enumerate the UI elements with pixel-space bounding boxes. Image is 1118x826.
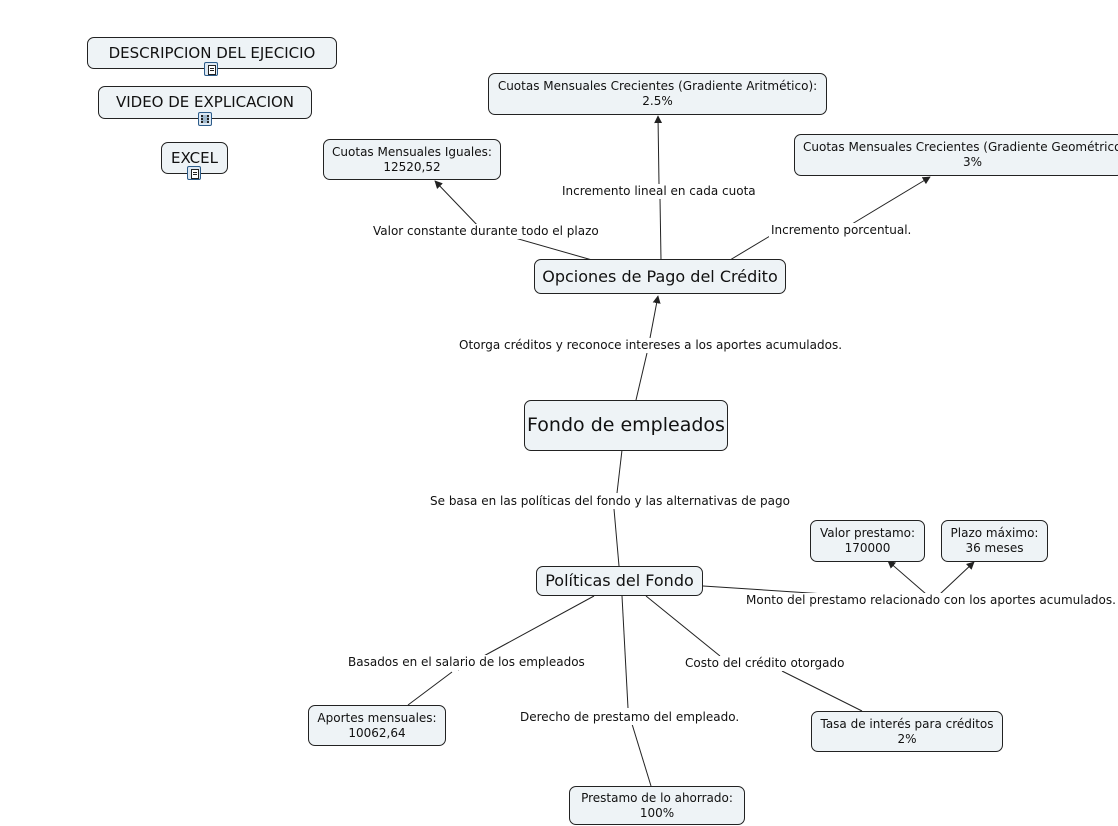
link-label-incremento-porcentual[interactable]: Incremento porcentual. xyxy=(769,223,914,238)
link-arrow-line xyxy=(887,560,927,595)
node-gradiente-geom-line2: 3% xyxy=(963,155,983,169)
link-label-costo-credito[interactable]: Costo del crédito otorgado xyxy=(683,656,847,671)
link-arrow-line xyxy=(851,176,931,225)
link-line xyxy=(407,671,453,706)
link-line xyxy=(729,235,771,261)
node-fondo-de-empleados[interactable]: Fondo de empleados xyxy=(524,400,728,451)
node-cuotas-iguales[interactable]: Cuotas Mensuales Iguales: 12520,52 xyxy=(323,139,501,180)
node-gradiente-arit-line2: 2.5% xyxy=(642,94,673,108)
link-line xyxy=(621,595,629,709)
link-arrow-line xyxy=(434,180,481,229)
node-tasa-interes-line1: Tasa de interés para créditos xyxy=(820,716,994,731)
link-line xyxy=(613,508,620,567)
document-icon[interactable] xyxy=(187,166,201,180)
link-line xyxy=(635,352,648,401)
link-line xyxy=(659,197,662,261)
node-plazo-maximo-line1: Plazo máximo: xyxy=(950,526,1039,540)
node-gradiente-arit-line1: Cuotas Mensuales Crecientes (Gradiente A… xyxy=(497,79,818,93)
node-politicas-del-fondo[interactable]: Políticas del Fondo xyxy=(536,566,703,596)
link-label-basados-salario[interactable]: Basados en el salario de los empleados xyxy=(346,655,587,670)
node-fondo-text: Fondo de empleados xyxy=(527,413,725,436)
link-label-otorga-creditos[interactable]: Otorga créditos y reconoce intereses a l… xyxy=(457,338,845,353)
link-line xyxy=(781,670,863,712)
link-label-monto-prestamo[interactable]: Monto del prestamo relacionado con los a… xyxy=(744,593,1118,608)
node-politicas-text: Políticas del Fondo xyxy=(545,571,694,590)
resource-descripcion-label: DESCRIPCION DEL EJECICIO xyxy=(108,43,316,62)
node-prestamo-ahorrado-line2: 100% xyxy=(639,805,675,820)
node-aportes-line2: 10062,64 xyxy=(348,725,406,740)
node-gradiente-geometrico[interactable]: Cuotas Mensuales Crecientes (Gradiente G… xyxy=(794,134,1118,176)
node-gradiente-aritmetico[interactable]: Cuotas Mensuales Crecientes (Gradiente A… xyxy=(488,73,827,115)
node-gradiente-geom-line1: Cuotas Mensuales Crecientes (Gradiente G… xyxy=(803,140,1118,154)
node-prestamo-ahorrado[interactable]: Prestamo de lo ahorrado: 100% xyxy=(569,786,745,825)
link-label-derecho-prestamo[interactable]: Derecho de prestamo del empleado. xyxy=(518,710,742,725)
resource-video-label: VIDEO DE EXPLICACION xyxy=(115,93,295,112)
resource-excel-label: EXCEL xyxy=(171,148,218,167)
node-opciones-de-pago[interactable]: Opciones de Pago del Crédito xyxy=(534,259,786,294)
link-line xyxy=(616,449,623,494)
node-plazo-maximo-line2: 36 meses xyxy=(965,541,1024,555)
node-tasa-interes-line2: 2% xyxy=(897,731,917,746)
link-arrow-line xyxy=(649,295,661,339)
node-aportes-mensuales[interactable]: Aportes mensuales: 10062,64 xyxy=(308,705,446,746)
node-cuotas-iguales-line2: 12520,52 xyxy=(383,159,441,174)
node-valor-prestamo-line2: 170000 xyxy=(844,541,891,555)
link-line xyxy=(645,595,721,657)
node-valor-prestamo-line1: Valor prestamo: xyxy=(819,526,916,540)
link-arrow-line xyxy=(939,561,975,595)
link-label-valor-constante[interactable]: Valor constante durante todo el plazo xyxy=(371,224,601,239)
document-icon[interactable] xyxy=(204,62,218,76)
link-label-incremento-lineal[interactable]: Incremento lineal en cada cuota xyxy=(560,184,758,199)
node-prestamo-ahorrado-line1: Prestamo de lo ahorrado: xyxy=(581,790,733,805)
link-label-se-basa[interactable]: Se basa en las políticas del fondo y las… xyxy=(428,494,792,509)
node-valor-prestamo[interactable]: Valor prestamo: 170000 xyxy=(810,520,925,562)
node-aportes-line1: Aportes mensuales: xyxy=(317,710,437,725)
node-cuotas-iguales-line1: Cuotas Mensuales Iguales: xyxy=(332,144,492,159)
node-tasa-interes[interactable]: Tasa de interés para créditos 2% xyxy=(811,711,1003,752)
link-line xyxy=(631,723,652,787)
video-icon[interactable] xyxy=(198,112,212,126)
node-plazo-maximo[interactable]: Plazo máximo: 36 meses xyxy=(941,520,1048,562)
link-arrow-line xyxy=(654,115,663,185)
node-opciones-text: Opciones de Pago del Crédito xyxy=(542,266,778,286)
